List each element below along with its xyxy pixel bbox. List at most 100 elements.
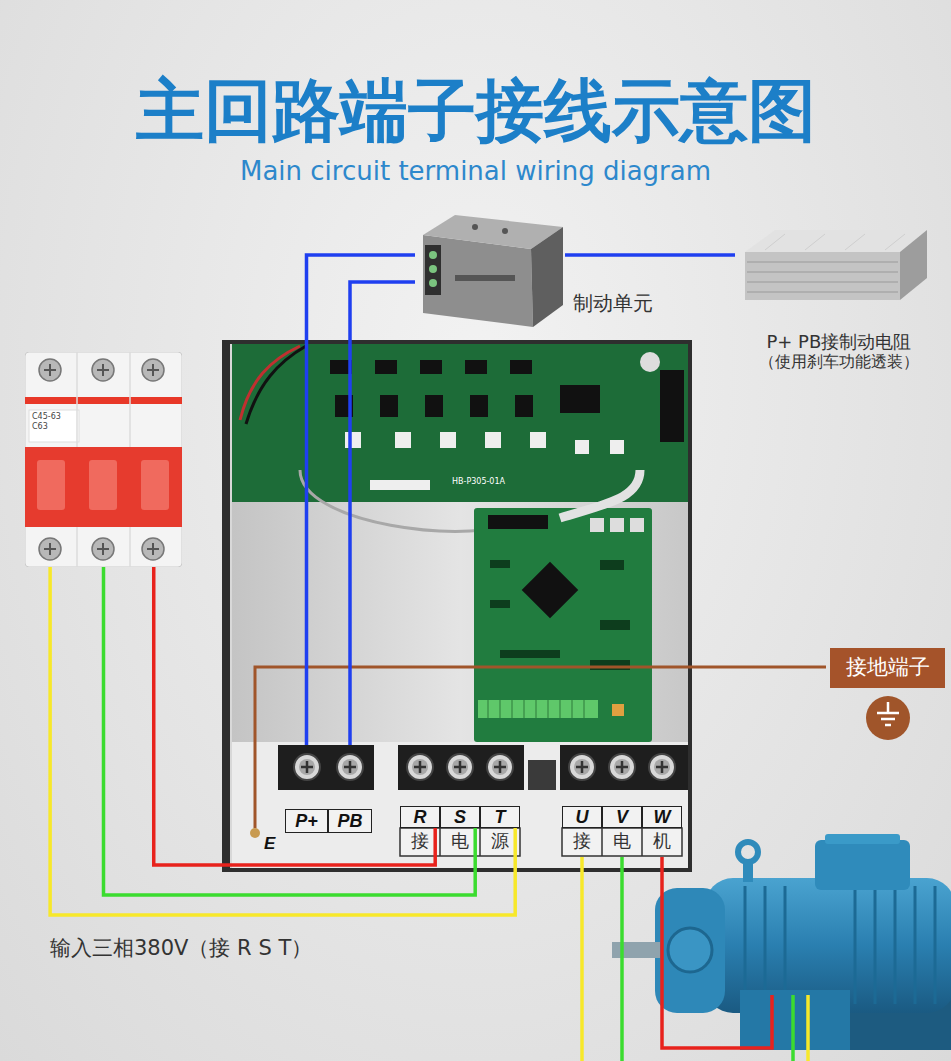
terminal-screw xyxy=(452,759,468,775)
inverter-housing xyxy=(560,745,688,790)
terminal-screw xyxy=(287,747,327,787)
inverter-housing xyxy=(600,620,630,630)
motor-wires xyxy=(620,857,624,1061)
motor xyxy=(894,886,897,1004)
terminal-screw xyxy=(344,761,356,773)
brake-unit-body xyxy=(502,228,508,234)
inverter-housing xyxy=(232,502,688,742)
inverter-housing xyxy=(278,745,374,790)
motor xyxy=(668,928,712,972)
motor xyxy=(854,886,857,1004)
inverter-housing xyxy=(488,700,489,718)
inverter-housing xyxy=(478,700,598,718)
inverter-housing xyxy=(522,562,579,619)
ground-leader-line xyxy=(255,667,826,828)
inverter-housing xyxy=(660,370,684,442)
brake-resistor-body xyxy=(885,234,905,250)
terminal-screw xyxy=(412,759,428,775)
inverter-housing xyxy=(400,828,520,856)
inverter-housing xyxy=(530,432,546,448)
brake-unit-body xyxy=(429,279,437,287)
inverter-housing xyxy=(600,560,624,570)
inverter-housing xyxy=(641,828,643,856)
inverter-housing xyxy=(630,518,644,532)
ground-leader-line xyxy=(255,667,826,828)
motor xyxy=(764,886,767,1004)
inverter-housing xyxy=(474,508,652,742)
motor xyxy=(612,834,951,1050)
inverter-housing xyxy=(575,440,589,454)
rating-text: C45-63 xyxy=(32,413,61,421)
brake-resistor-body xyxy=(747,291,898,293)
brake-resistor: P+ PB接制动电阻（使用刹车功能透装） xyxy=(735,222,930,310)
breaker-body xyxy=(89,460,117,510)
dc-terminal: PB xyxy=(328,745,372,833)
terminal-screw xyxy=(576,761,588,773)
wire xyxy=(50,567,515,915)
motor xyxy=(740,990,850,1050)
inverter-housing xyxy=(222,340,692,872)
brake-resistor-body xyxy=(900,230,927,300)
subtitle: Main circuit terminal wiring diagram xyxy=(0,156,951,187)
brake-resistor-body xyxy=(747,271,898,273)
brake-resistor-body xyxy=(845,234,865,250)
brake-unit: 制动单元 xyxy=(415,205,565,330)
terminal-screw xyxy=(642,747,682,787)
terminal-cell: R xyxy=(400,806,440,828)
inverter-housing xyxy=(222,340,692,872)
brake-unit-body xyxy=(425,245,441,295)
inverter-housing xyxy=(230,344,688,868)
inverter-housing xyxy=(500,650,560,658)
breaker-body xyxy=(129,352,131,447)
inverter-housing xyxy=(485,432,501,448)
board-model: HB-P305-01A xyxy=(452,477,505,487)
input-terminal: T xyxy=(480,745,520,828)
motor-wires xyxy=(806,995,810,1061)
inverter-housing xyxy=(560,385,600,413)
breaker-body xyxy=(29,410,79,442)
motor-wires xyxy=(582,857,808,1061)
brake-resistor-body xyxy=(745,252,900,300)
terminal-name: R xyxy=(414,808,427,826)
terminal-name: E xyxy=(264,834,275,854)
terminal-screw xyxy=(649,754,675,780)
inverter-housing xyxy=(246,346,306,424)
breaker-body xyxy=(76,527,78,567)
terminal-note: 电 xyxy=(440,830,480,852)
breaker-body xyxy=(141,460,169,510)
terminal-screw xyxy=(454,761,466,773)
inverter-housing xyxy=(590,518,604,532)
inverter-housing xyxy=(562,828,682,856)
ground-symbol xyxy=(866,696,910,740)
inverter-housing xyxy=(370,480,430,490)
terminal-cell: W xyxy=(642,806,682,828)
motor xyxy=(655,888,725,1013)
inverter-housing xyxy=(610,440,624,454)
motor xyxy=(815,840,910,890)
terminal-screw xyxy=(614,759,630,775)
output-terminal: U xyxy=(562,745,602,828)
breaker-body xyxy=(129,527,131,567)
motor xyxy=(784,886,787,1004)
motor xyxy=(743,860,753,882)
terminal-screw xyxy=(330,747,370,787)
ground-terminal-tag: 接地端子 xyxy=(830,648,945,688)
wire xyxy=(154,567,435,865)
inverter-housing xyxy=(524,700,525,718)
output-terminal: W xyxy=(642,745,682,828)
part-label: 制动单元 xyxy=(573,291,653,315)
dc-terminal: P+ xyxy=(285,745,328,833)
brake-unit-body xyxy=(429,265,437,273)
input-terminal: R xyxy=(400,745,440,828)
brake-unit-body xyxy=(472,224,478,230)
brake-resistor-body xyxy=(765,234,785,250)
inverter-housing xyxy=(380,395,398,417)
inverter-housing xyxy=(560,470,640,518)
terminal-screw xyxy=(299,759,315,775)
wire xyxy=(104,567,476,895)
terminal-cell: S xyxy=(440,806,480,828)
breaker-body xyxy=(77,352,130,567)
brake-resistor-body xyxy=(805,234,825,250)
rating-text: C63 xyxy=(32,423,48,431)
